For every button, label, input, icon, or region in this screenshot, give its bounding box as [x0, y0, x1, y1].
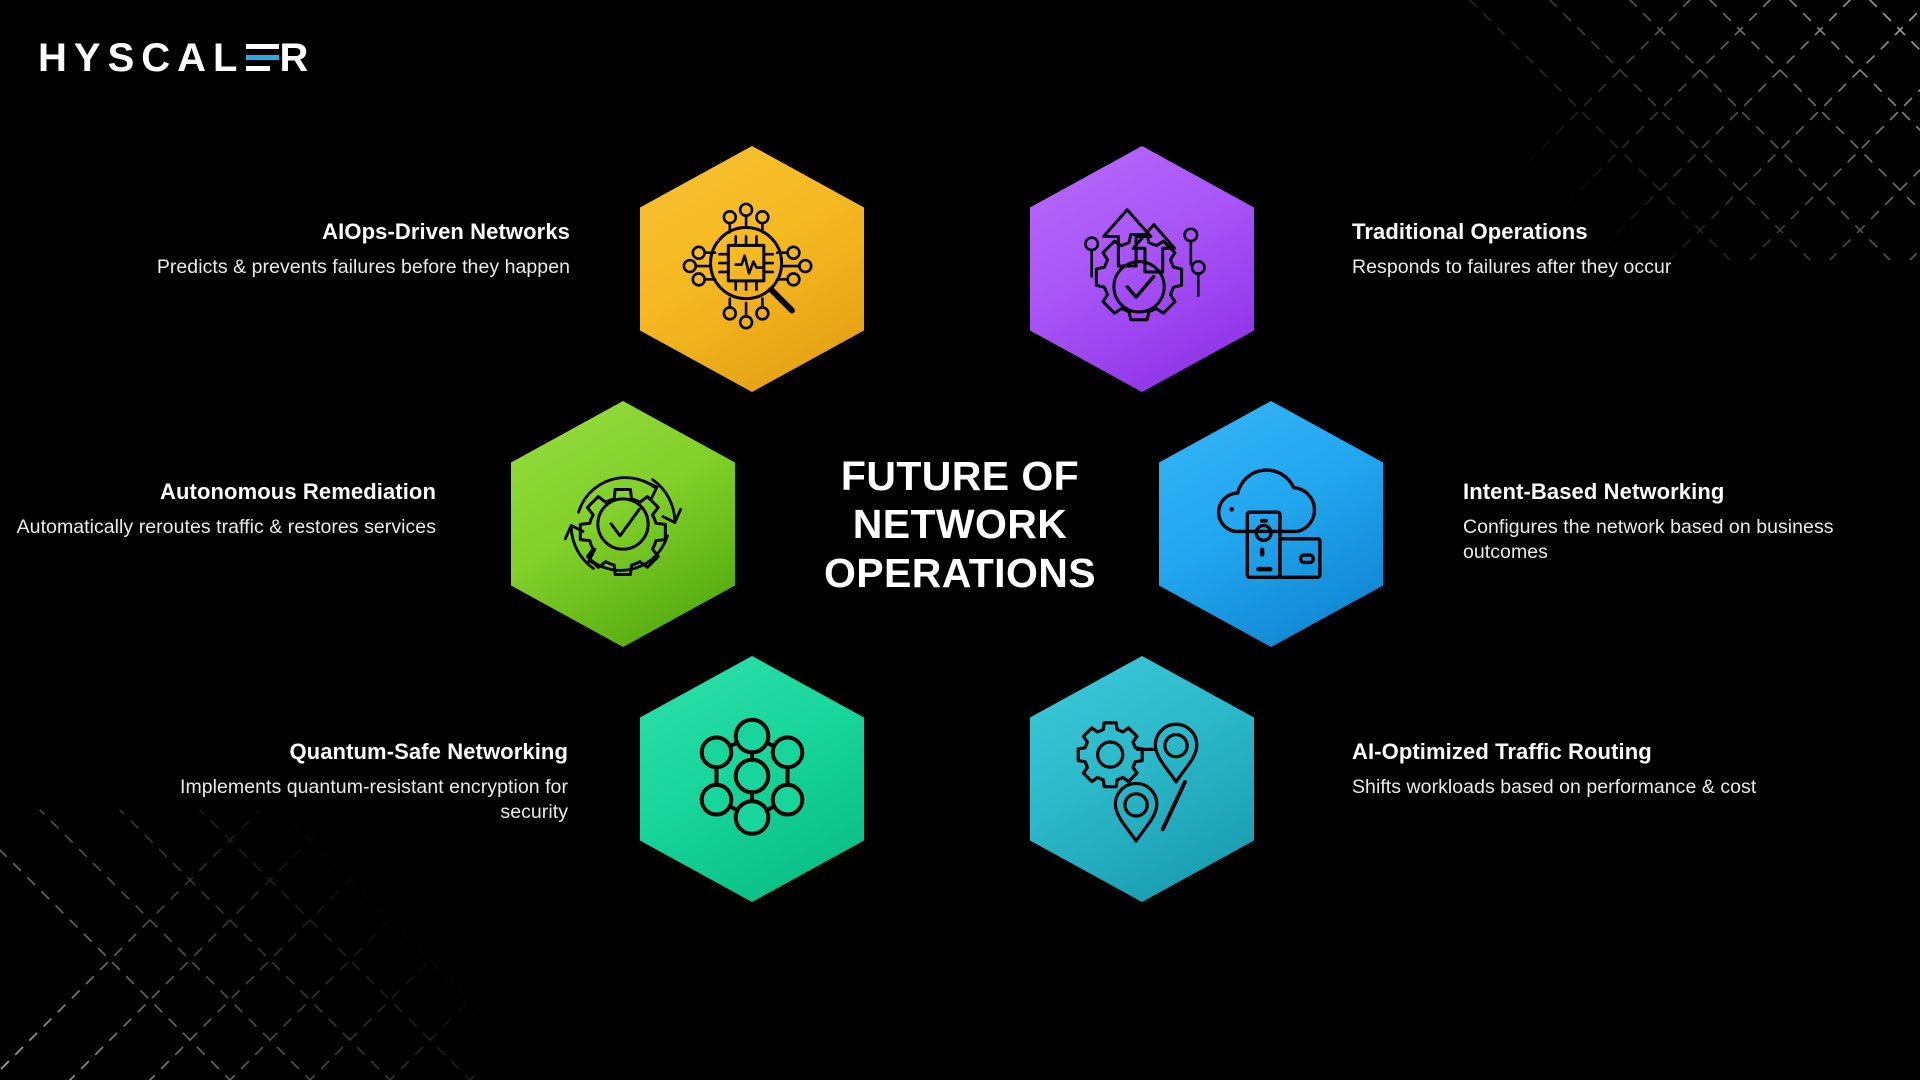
label-title: AI-Optimized Traffic Routing [1352, 739, 1652, 764]
label-title: AIOps-Driven Networks [322, 219, 570, 244]
label-title: Traditional Operations [1352, 219, 1588, 244]
label-aiops-driven-networks: AIOps-Driven Networks Predicts & prevent… [150, 218, 570, 280]
label-intent-based-networking: Intent-Based Networking Configures the n… [1463, 478, 1883, 565]
logo-e-glyph-icon [246, 38, 280, 76]
page-title-line-3: OPERATIONS [823, 549, 1097, 596]
hexagon-quantum-safe-networking[interactable] [640, 656, 864, 902]
label-title: Quantum-Safe Networking [289, 739, 568, 764]
label-quantum-safe-networking: Quantum-Safe Networking Implements quant… [148, 738, 568, 825]
label-description: Predicts & prevents failures before they… [156, 255, 570, 278]
label-description: Shifts workloads based on performance & … [1352, 775, 1757, 798]
hyscaler-logo[interactable]: HYSCAL R [38, 38, 315, 78]
gear-refresh-check-icon [549, 450, 697, 598]
hexagon-traditional-operations[interactable] [1030, 146, 1254, 392]
logo-text-prefix: HYSCAL [38, 36, 245, 80]
network-mesh-icon [678, 705, 826, 853]
label-description: Configures the network based on business… [1463, 515, 1834, 563]
label-title: Autonomous Remediation [160, 479, 436, 504]
page-title: FUTURE OF NETWORK OPERATIONS [750, 452, 1170, 597]
logo-text-suffix: R [279, 36, 316, 80]
page-title-line-1: FUTURE OF [840, 453, 1080, 499]
label-description: Responds to failures after they occur [1352, 255, 1672, 278]
cloud-server-icon [1197, 450, 1345, 598]
label-traditional-operations: Traditional Operations Responds to failu… [1352, 218, 1772, 280]
label-description: Implements quantum-resistant encryption … [180, 775, 568, 823]
hexagon-aiops-driven-networks[interactable] [640, 146, 864, 392]
label-autonomous-remediation: Autonomous Remediation Automatically rer… [16, 478, 436, 540]
label-title: Intent-Based Networking [1463, 479, 1725, 504]
gear-route-pins-icon [1068, 705, 1216, 853]
hexagon-autonomous-remediation[interactable] [511, 401, 735, 647]
gear-check-arrows-icon [1068, 195, 1216, 343]
label-ai-optimized-traffic-routing: AI-Optimized Traffic Routing Shifts work… [1352, 738, 1772, 800]
page-title-line-2: NETWORK [852, 501, 1068, 548]
hexagon-ai-optimized-traffic-routing[interactable] [1030, 656, 1254, 902]
hexagon-intent-based-networking[interactable] [1159, 401, 1383, 647]
logo-wordmark: HYSCAL R [38, 38, 315, 78]
cpu-magnifier-icon [678, 195, 826, 343]
decorative-diamond-grid-bottom-left [0, 810, 480, 1080]
label-description: Automatically reroutes traffic & restore… [16, 515, 436, 538]
